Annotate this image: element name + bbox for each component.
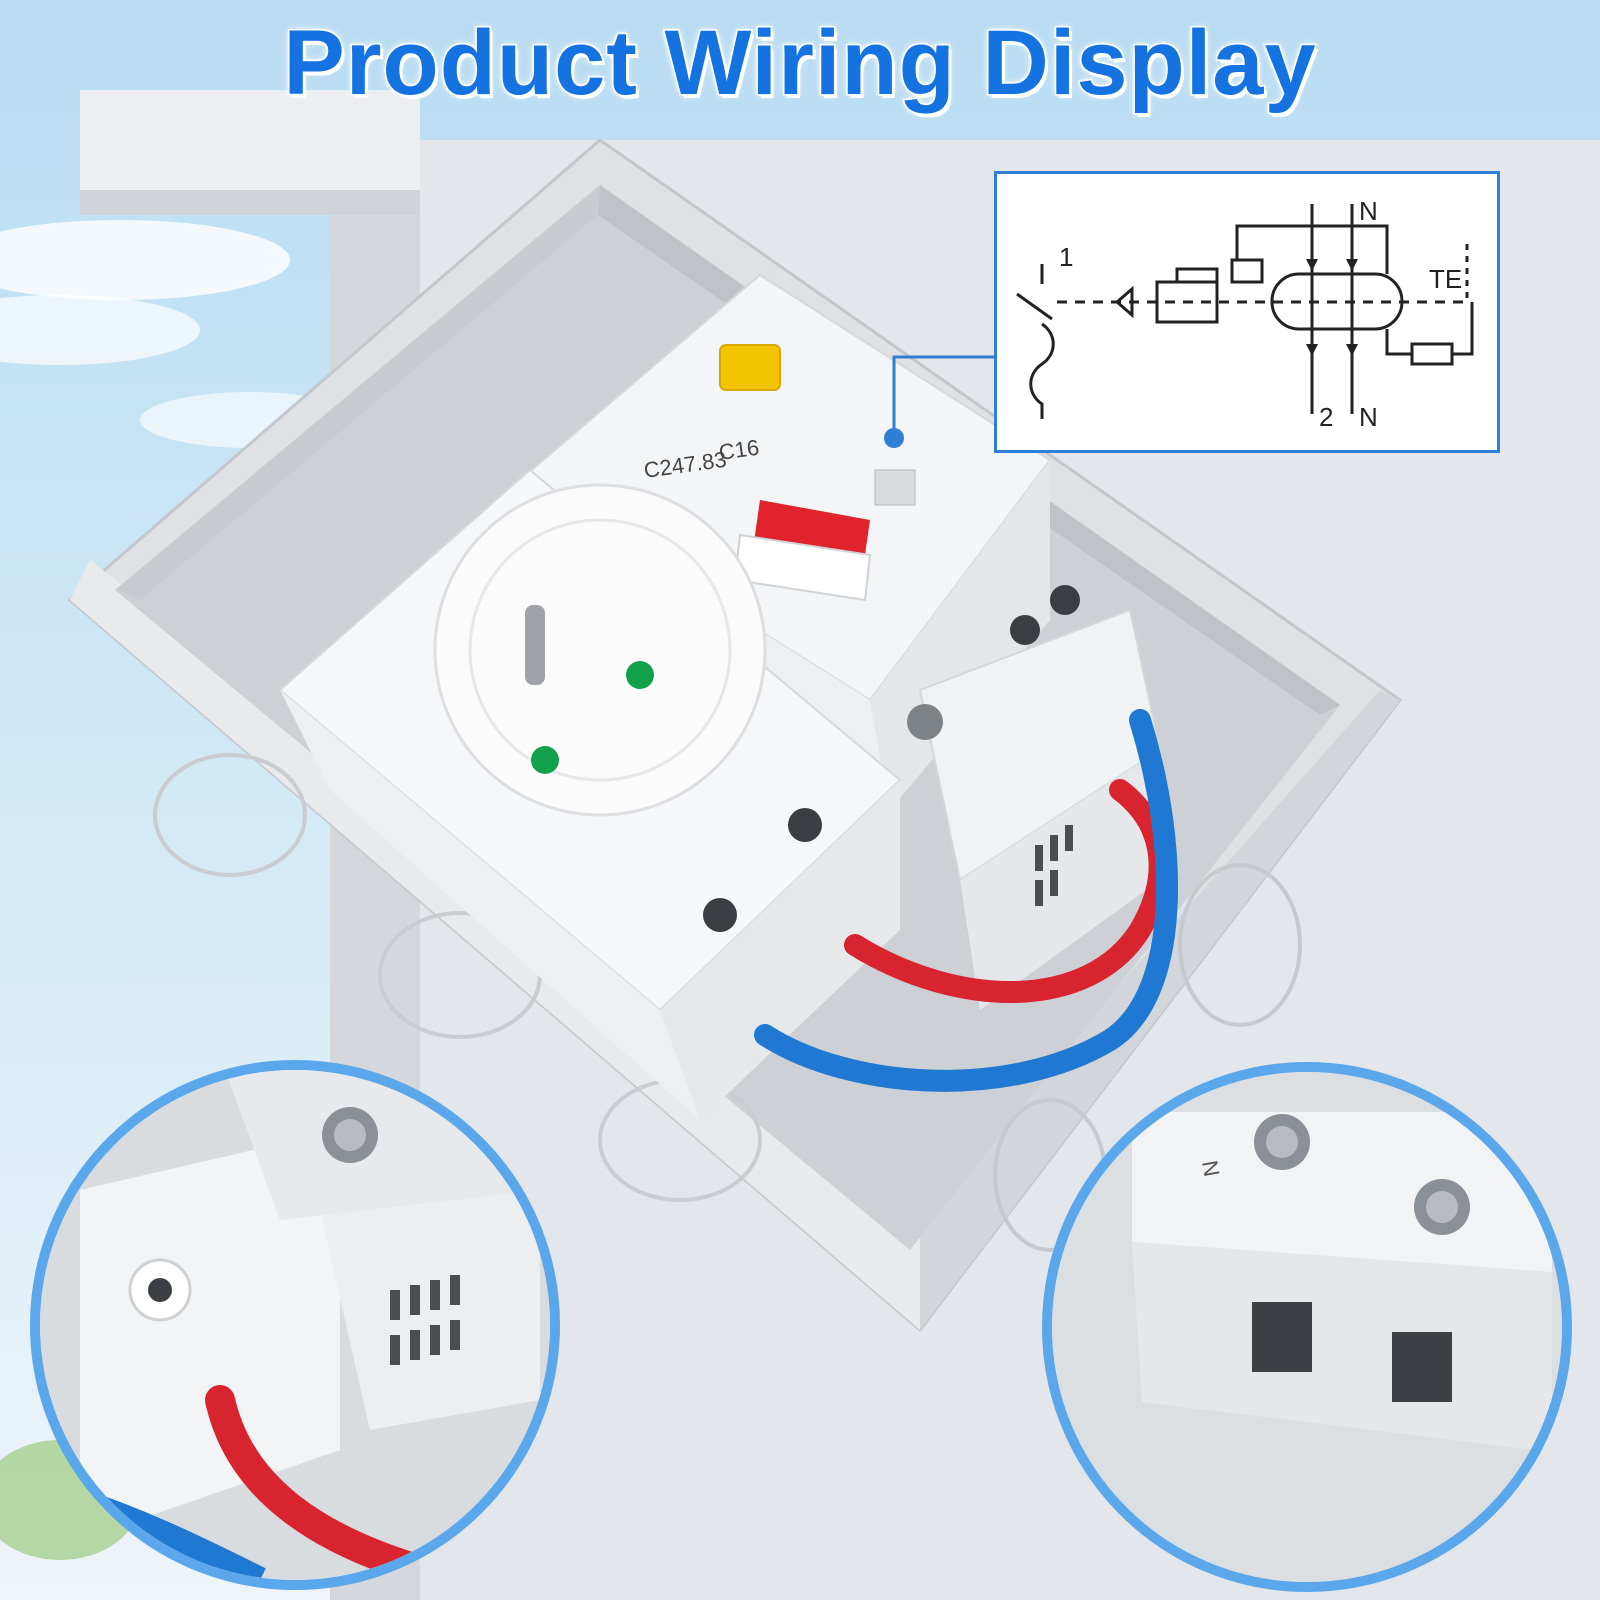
wiring-diagram: 1 2 N N TE <box>994 171 1500 453</box>
page-title: Product Wiring Display <box>282 11 1317 116</box>
terminal-n-label: N <box>1197 1159 1224 1179</box>
pole-2-label: 2 <box>1319 402 1334 432</box>
neutral-top-label: N <box>1359 196 1378 226</box>
zoom-detail-din-clip: N <box>1042 1062 1572 1592</box>
pole-1-label: 1 <box>1059 242 1074 272</box>
rating-label: C16 <box>717 435 760 465</box>
zoom-detail-wire-terminal <box>30 1060 560 1590</box>
circuit-schematic <box>1016 204 1474 419</box>
neutral-bottom-label: N <box>1359 402 1378 432</box>
test-label: TE <box>1429 264 1463 294</box>
